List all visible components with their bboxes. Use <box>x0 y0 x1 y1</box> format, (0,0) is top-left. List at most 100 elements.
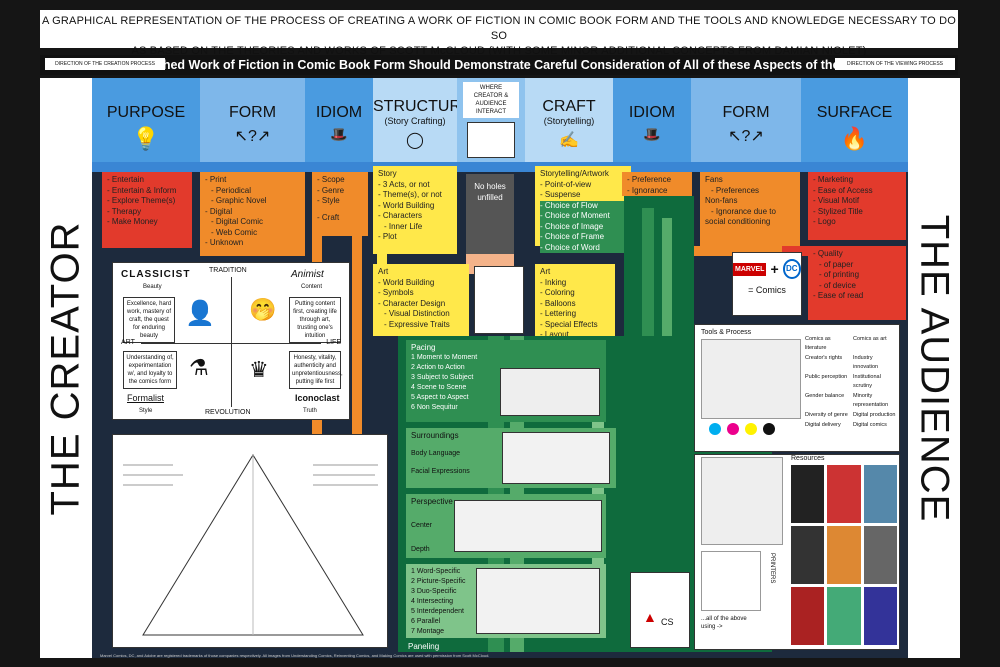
art-craft-item: - Layout <box>540 330 569 339</box>
idiom-item: - Genre <box>317 185 345 195</box>
story-item: - Inner Life <box>384 221 423 231</box>
form-item: - Digital Comic <box>211 217 264 226</box>
craft-list: Storytelling/Artwork - Point-of-view - S… <box>535 166 631 253</box>
poster-subtitle: A Finished Work of Fiction in Comic Book… <box>40 55 958 75</box>
issue-item: Digital comics <box>853 422 887 428</box>
perspective-title: Perspective <box>411 497 453 506</box>
form-item: - Print <box>205 175 227 184</box>
animist-label: Animist <box>291 269 324 280</box>
pacing-item: 2 Action to Action <box>411 364 465 371</box>
purpose-item: - Make Money <box>107 217 158 226</box>
surface-item: - Stylized Title <box>813 206 863 216</box>
seesaw-illustration <box>467 122 515 158</box>
pacing-item: 4 Scene to Scene <box>411 384 467 391</box>
form-item: - Periodical <box>211 185 252 195</box>
surface-item: - Visual Motif <box>813 196 860 205</box>
creator-label: THE CREATOR <box>43 221 88 515</box>
issue-item: Institutional scrutiny <box>853 374 881 389</box>
book-cover <box>827 465 861 523</box>
vertical-axis <box>231 277 232 407</box>
black-swatch <box>763 423 775 435</box>
form-left-heading: FORM <box>228 104 277 121</box>
header-line-1: A GRAPHICAL REPRESENTATION OF THE PROCES… <box>41 15 957 42</box>
flask-icon: ⚗ <box>189 355 209 380</box>
pacing-item: 5 Aspect to Aspect <box>411 394 469 401</box>
plus-sign: + <box>770 261 779 277</box>
header-block: A GRAPHICAL REPRESENTATION OF THE PROCES… <box>40 10 958 57</box>
form-right-item: - Preferences <box>711 185 760 195</box>
story-item: - World Building <box>378 200 435 210</box>
book-cover <box>863 587 897 645</box>
surface-item: - Marketing <box>813 175 854 184</box>
hats-icon: 🎩 <box>330 126 348 142</box>
classicist-sub: Beauty <box>143 284 162 290</box>
surroundings-title: Surroundings <box>411 431 459 440</box>
idiom-left-heading: IDIOM <box>315 104 363 121</box>
issue-item: Digital delivery <box>805 422 841 428</box>
structure-heading: STRUCTURE <box>373 98 472 115</box>
perspective-item: Center <box>411 522 433 529</box>
resources-panel: Resources PRINTERS ...all of the above u… <box>694 454 900 650</box>
surface-heading: SURFACE <box>816 104 893 121</box>
surroundings-item: Facial Expressions <box>411 468 470 475</box>
art-craft-item: - Coloring <box>540 288 575 297</box>
craft-item: - Choice of Word <box>540 242 626 253</box>
tools-illustration <box>701 339 801 419</box>
hats-icon: 🎩 <box>643 126 661 142</box>
craft-item: - Choice of Moment <box>540 211 626 222</box>
art-structure-item: - Visual Distinction <box>384 309 450 318</box>
art-structure-list: Art - World Building - Symbols - Charact… <box>373 264 469 336</box>
paneling-label: Paneling <box>408 642 440 651</box>
green-channel <box>662 218 672 348</box>
magenta-swatch <box>727 423 739 435</box>
story-list: Story - 3 Acts, or not - Theme(s), or no… <box>373 166 457 254</box>
craft-item: Storytelling/Artwork <box>540 169 609 178</box>
art-craft-list: Art - Inking - Coloring - Balloons - Let… <box>535 264 615 339</box>
issue-item: Industry innovation <box>853 355 879 370</box>
pacing-item: 3 Subject to Subject <box>411 374 474 381</box>
issue-item: Diversity of genre <box>805 412 848 418</box>
idiom-right-item: - Preference <box>627 175 672 184</box>
tools-title: Tools & Process <box>701 329 752 336</box>
column-idiom-left: IDIOM 🎩 <box>305 78 373 162</box>
book-covers-grid <box>791 465 897 645</box>
purpose-list: - Entertain - Entertain & Inform - Explo… <box>102 172 192 248</box>
dc-logo: DC <box>782 259 801 279</box>
column-interact: WHERE CREATOR & AUDIENCE INTERACT <box>457 78 525 162</box>
art-craft-item: Art <box>540 267 551 276</box>
form-left-list: - Print - Periodical - Graphic Novel - D… <box>200 172 305 256</box>
surface-quality-item: - of device <box>819 280 856 290</box>
green-channel <box>642 208 654 348</box>
craft-item: - Choice of Flow <box>540 200 626 211</box>
word-item: 3 Duo-Specific <box>411 588 457 595</box>
book-cover <box>827 587 861 645</box>
creator-side: THE CREATOR <box>40 78 92 658</box>
comics-equals: = Comics <box>748 285 786 295</box>
book-cover <box>863 465 897 523</box>
revolution-label: REVOLUTION <box>205 409 251 416</box>
adobe-icon: ▲ <box>643 609 657 625</box>
marvel-logo: MARVEL <box>733 262 767 276</box>
resources-title: Resources <box>791 455 825 462</box>
art-structure-item: - World Building <box>378 277 435 287</box>
pyramid-diagram <box>123 454 378 636</box>
word-picture-illustration <box>476 568 600 634</box>
book-cover <box>791 526 825 584</box>
pipe <box>352 236 362 436</box>
art-structure-item: - Symbols <box>378 288 414 297</box>
purpose-heading: PURPOSE <box>106 104 186 121</box>
column-surface: SURFACE 🔥 <box>801 78 908 162</box>
iconoclast-label: Iconoclast <box>295 393 340 403</box>
arrows-icon: ↖?↗ <box>728 128 764 145</box>
form-right-item: Non-fans <box>705 196 738 205</box>
column-structure: STRUCTURE (Story Crafting) ◯ <box>373 78 472 162</box>
art-craft-item: - Inking <box>540 277 567 287</box>
surface-quality-item: - Quality <box>813 249 843 258</box>
purpose-item: - Explore Theme(s) <box>107 196 176 205</box>
issue-item: Gender balance <box>805 393 845 399</box>
column-craft: CRAFT (Storytelling) ✍ <box>525 78 613 162</box>
art-craft-item: - Lettering <box>540 309 577 318</box>
yellow-swatch <box>745 423 757 435</box>
word-item: 1 Word-Specific <box>411 568 461 575</box>
